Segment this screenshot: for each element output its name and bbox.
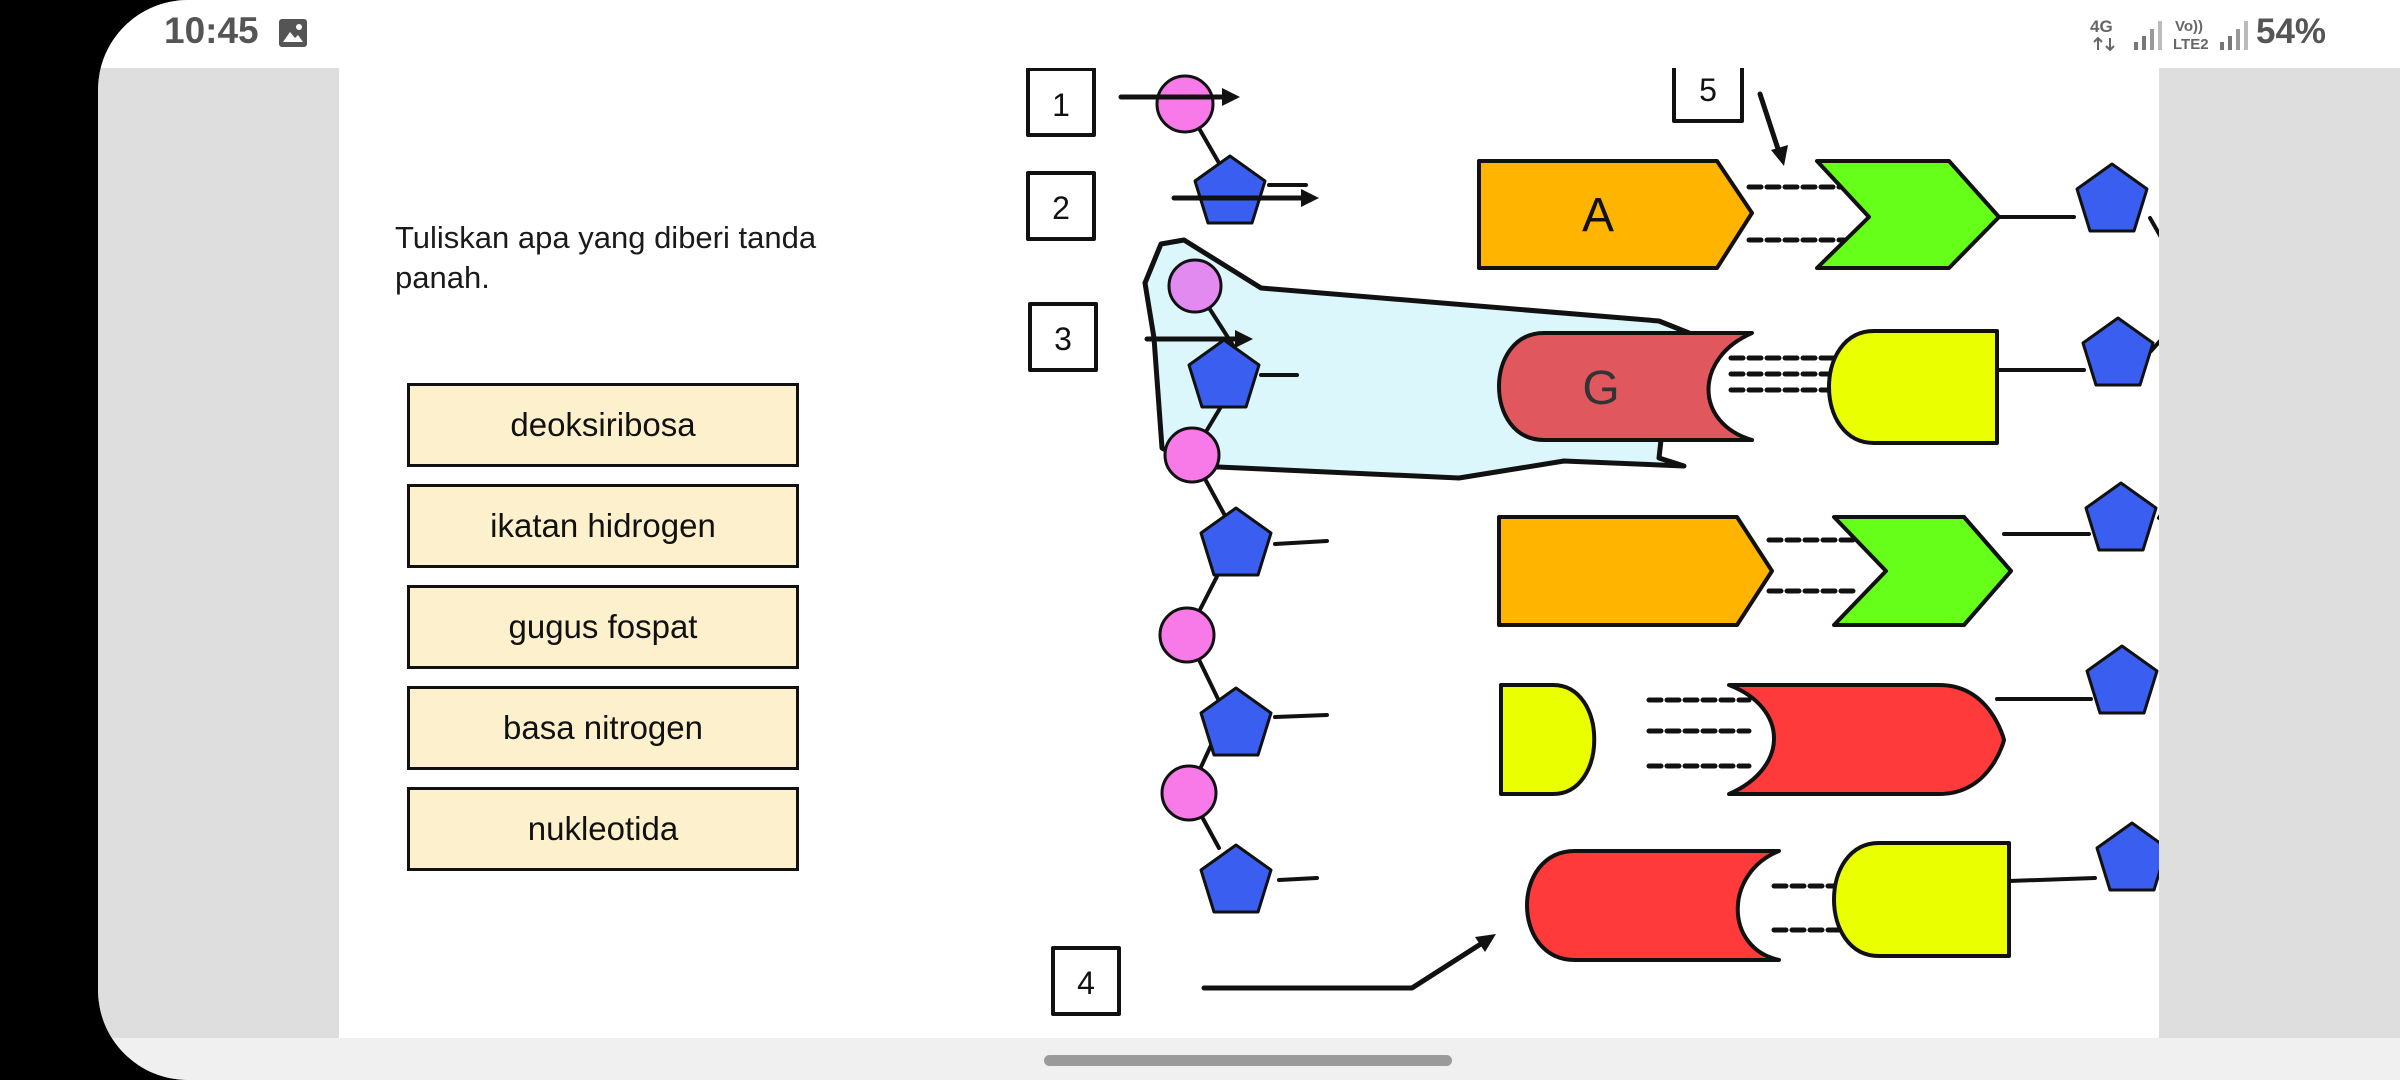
sugar-left-3 xyxy=(1199,506,1273,577)
signal-strength-icon xyxy=(2134,21,2162,50)
option-gugus-fospat[interactable]: gugus fospat xyxy=(407,585,799,669)
marker-label-5: 5 xyxy=(1699,72,1717,108)
phosphate-left-1 xyxy=(1155,74,1215,134)
guanine-base-1 xyxy=(1525,849,1781,962)
option-nukleotida[interactable]: nukleotida xyxy=(407,787,799,871)
sugar-left-4 xyxy=(1199,686,1273,757)
marker-box-1 xyxy=(1026,68,1096,137)
sugar-right-4 xyxy=(2085,644,2159,715)
marker-label-1: 1 xyxy=(1052,87,1070,123)
network-type-text: 4G xyxy=(2090,17,2113,36)
base-label-a: A xyxy=(1582,189,1614,242)
sugar-right-1 xyxy=(2075,162,2149,233)
marker-label-4: 4 xyxy=(1077,965,1095,1001)
guanine-base-2 xyxy=(1727,683,2006,796)
marker-label-2: 2 xyxy=(1052,190,1070,226)
signal-strength-2-icon xyxy=(2220,21,2248,50)
sugar-right-2 xyxy=(2081,316,2155,387)
content-area: Tuliskan apa yang diberi tanda panah. de… xyxy=(98,68,2400,1038)
gallery-notification-icon xyxy=(279,19,307,47)
status-bar: 10:45 4G Vo)) LTE2 54% xyxy=(98,0,2400,68)
dna-diagram: A G xyxy=(1026,68,2159,1016)
home-gesture-handle[interactable] xyxy=(1044,1055,1452,1066)
option-ikatan-hidrogen[interactable]: ikatan hidrogen xyxy=(407,484,799,568)
sugar-left-1 xyxy=(1193,154,1267,225)
sugar-base-links xyxy=(1259,183,2097,883)
adenine-base-2 xyxy=(1497,515,1774,627)
arrow-4 xyxy=(1201,937,1490,991)
phosphate-left-5 xyxy=(1160,764,1218,822)
volte-top-text: Vo)) xyxy=(2175,18,2203,35)
sugar-left-2-highlighted xyxy=(1187,338,1261,409)
marker-box-2 xyxy=(1026,171,1096,241)
option-basa-nitrogen[interactable]: basa nitrogen xyxy=(407,686,799,770)
guanine-base-highlighted xyxy=(1497,331,1754,442)
right-backbone xyxy=(2148,216,2159,520)
arrow-5 xyxy=(1757,91,1782,155)
sugar-left-5 xyxy=(1199,843,1273,914)
battery-percentage: 54% xyxy=(2256,12,2327,51)
arrowheads xyxy=(1222,88,1788,952)
status-time: 10:45 xyxy=(164,10,259,51)
volte-icon: Vo)) LTE2 xyxy=(2173,18,2209,53)
adenine-base-1 xyxy=(1477,159,1754,270)
option-deoksiribosa[interactable]: deoksiribosa xyxy=(407,383,799,467)
cytosine-base-3 xyxy=(1832,841,2011,958)
marker-label-3: 3 xyxy=(1054,321,1072,357)
phosphate-left-3 xyxy=(1163,426,1221,484)
marker-box-5 xyxy=(1672,68,1744,123)
thymine-base-2 xyxy=(1832,515,2013,627)
pointer-arrows xyxy=(1118,91,1782,991)
thymine-base-1 xyxy=(1815,159,2001,270)
instruction-text: Tuliskan apa yang diberi tanda panah. xyxy=(395,220,817,295)
phosphate-left-2-highlighted xyxy=(1167,258,1223,314)
volte-bottom-text: LTE2 xyxy=(2173,36,2209,53)
sugar-right-5 xyxy=(2095,821,2159,892)
cytosine-base-1 xyxy=(1499,683,1597,796)
sugar-right-3 xyxy=(2084,481,2158,552)
network-4g-icon: 4G xyxy=(2090,17,2115,52)
phosphate-left-4 xyxy=(1158,606,1216,664)
base-label-g: G xyxy=(1582,362,1619,415)
marker-box-3 xyxy=(1028,302,1098,372)
question-slide: Tuliskan apa yang diberi tanda panah. de… xyxy=(339,68,2159,1038)
phone-screen: 10:45 4G Vo)) LTE2 54% xyxy=(98,0,2400,1080)
marker-box-4 xyxy=(1051,946,1121,1016)
cytosine-base-2 xyxy=(1827,329,1999,445)
